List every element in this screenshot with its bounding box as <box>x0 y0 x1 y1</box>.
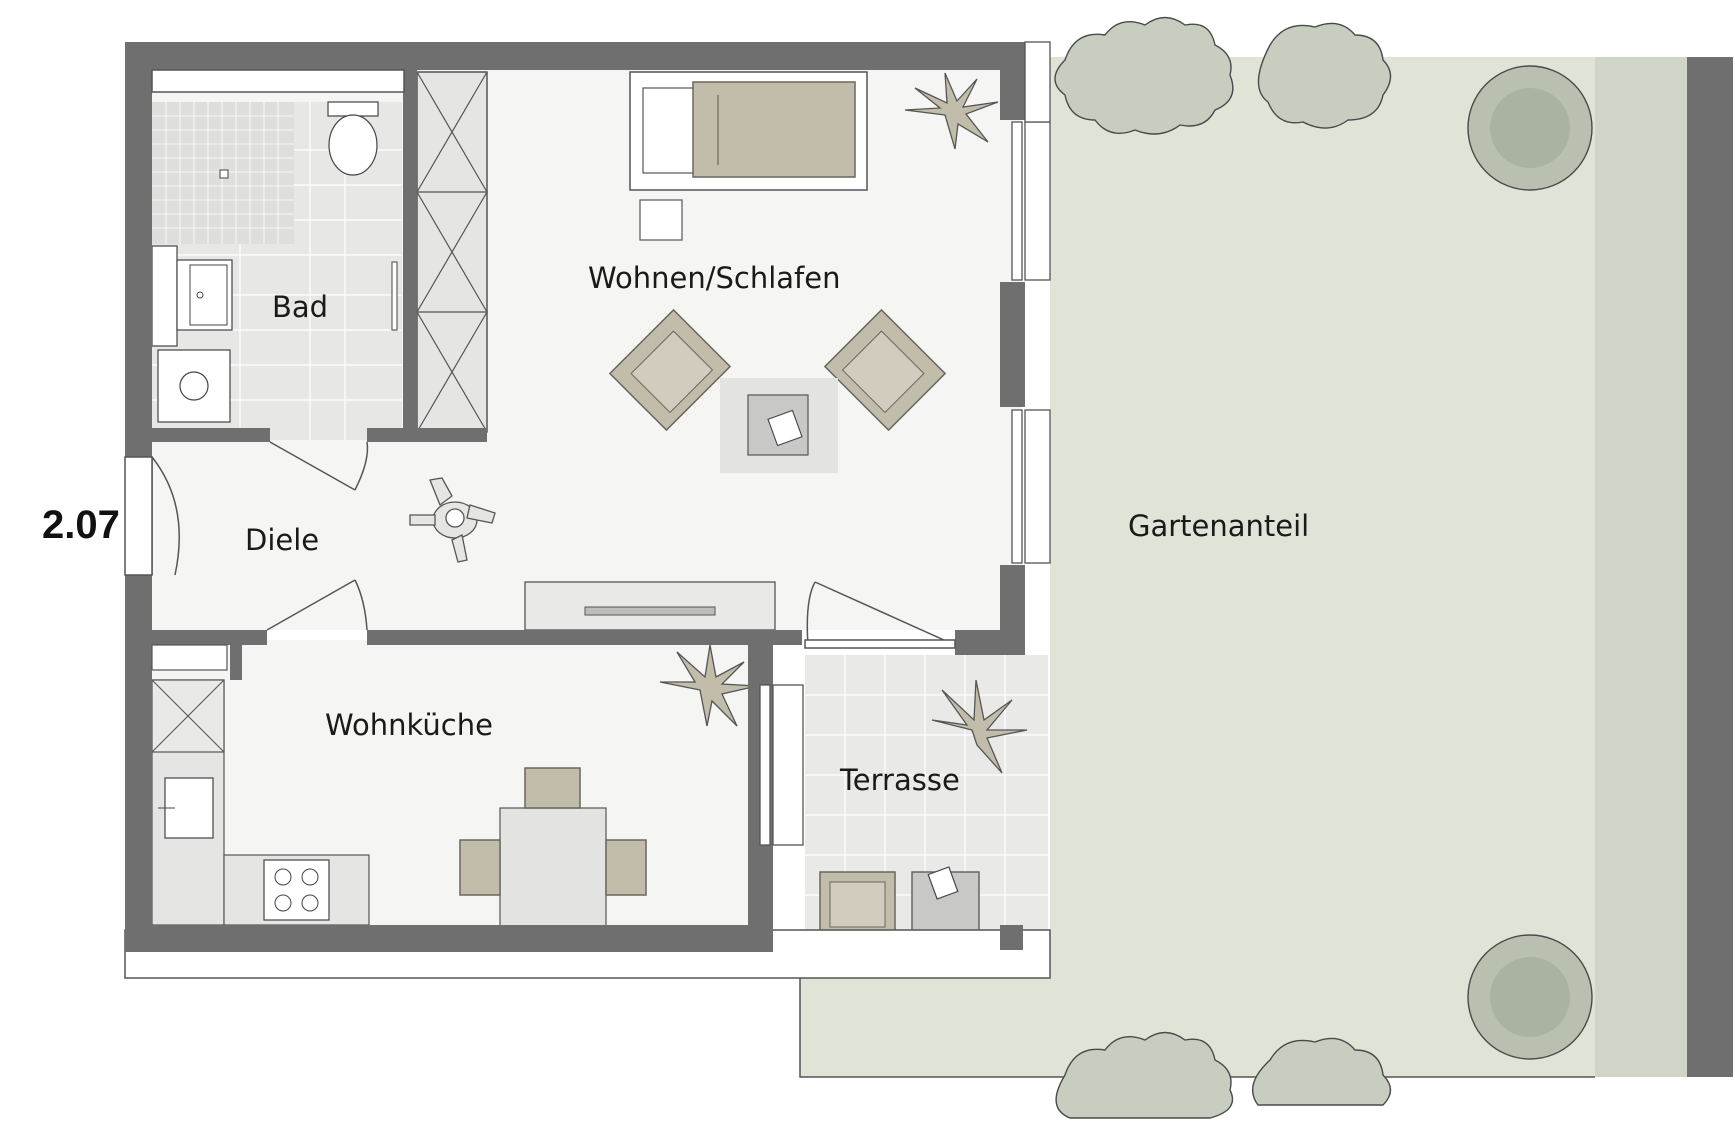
plant-icon <box>931 679 1028 774</box>
plant-icon <box>659 644 758 727</box>
stove-icon <box>263 859 330 921</box>
doors <box>124 441 956 649</box>
garden-lower-strip <box>800 975 1050 1077</box>
coffee-table <box>720 378 838 473</box>
room-label-gartenanteil: Gartenanteil <box>1128 509 1309 543</box>
person-icon <box>409 477 496 563</box>
sink-icon <box>151 245 233 347</box>
unit-number: 2.07 <box>42 503 120 547</box>
room-label-wohnen-schlafen: Wohnen/Schlafen <box>588 261 840 295</box>
sideboard <box>524 581 776 631</box>
dining-table <box>459 767 647 927</box>
paper-icon <box>767 409 803 447</box>
kitchen-door <box>266 579 368 631</box>
windows <box>759 41 1051 846</box>
garden-area <box>799 16 1733 1119</box>
washing-machine-icon <box>157 349 231 423</box>
garden-lawn <box>1050 57 1595 1077</box>
plant-icon <box>904 72 999 150</box>
plant-icon <box>1055 1031 1392 1119</box>
armchair-icon <box>823 308 947 432</box>
terrace-table <box>911 871 980 938</box>
terrace-area <box>805 655 1048 975</box>
wardrobe-icon <box>416 71 488 433</box>
room-label-diele: Diele <box>245 523 319 557</box>
bathroom-door <box>269 441 369 491</box>
room-label-wohnkueche: Wohnküche <box>325 708 493 742</box>
room-label-bad: Bad <box>272 290 328 324</box>
nightstand <box>639 199 683 241</box>
plant-icon <box>1054 16 1392 135</box>
bed-icon <box>629 71 868 241</box>
paper-icon <box>927 866 959 900</box>
terrace-armchair-seat <box>829 881 886 928</box>
toilet-icon <box>327 101 379 176</box>
bathroom-floor <box>151 101 402 440</box>
tree-icon <box>1467 934 1593 1060</box>
tree-icon <box>1467 65 1593 191</box>
hedge-strip <box>1595 57 1687 1077</box>
armchair-icon <box>608 308 732 432</box>
terrace-door <box>806 581 956 646</box>
boundary-wall <box>1687 57 1733 1077</box>
room-label-terrasse: Terrasse <box>839 763 960 797</box>
kitchen-counter <box>151 679 370 926</box>
